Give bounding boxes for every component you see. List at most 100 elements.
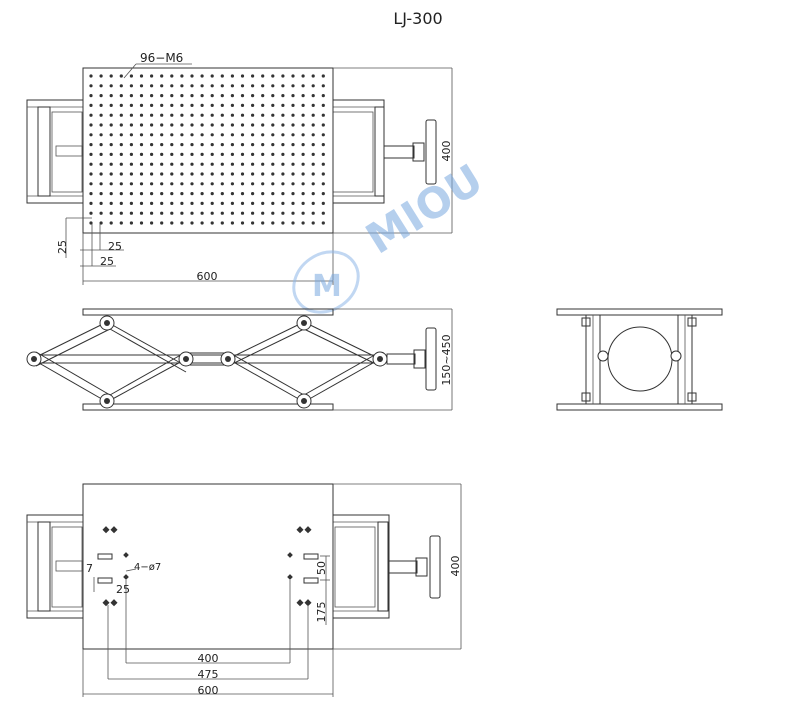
hole-dot (271, 221, 275, 225)
hole-dot (150, 182, 154, 186)
hole-dot (160, 84, 164, 88)
hole-dot (99, 103, 103, 107)
hole-dot (139, 123, 144, 127)
hole-dot (321, 113, 325, 117)
hole-dot (251, 103, 255, 107)
hole-dot (139, 182, 144, 186)
hole-dot (311, 192, 315, 196)
hole-dot (311, 143, 315, 147)
hole-dot (311, 74, 315, 78)
hole-dot (160, 143, 164, 147)
hole-dot (220, 201, 224, 205)
hole-dot (240, 84, 245, 88)
hole-dot (99, 152, 103, 156)
hole-dot (210, 221, 214, 225)
hole-dot (160, 201, 164, 205)
hole-dot (180, 123, 184, 127)
hole-dot (190, 162, 194, 166)
hole-dot (240, 182, 245, 186)
hole-dot (99, 133, 103, 137)
hole-dot (139, 211, 144, 215)
hole-dot (109, 123, 113, 127)
hole-dot (321, 103, 325, 107)
hole-dot (321, 172, 325, 176)
hole-dot (251, 192, 255, 196)
hole-dot (291, 192, 295, 196)
hole-dot (200, 221, 204, 225)
hole-dot (170, 143, 174, 147)
hole-dot (119, 123, 123, 127)
hole-dot (109, 201, 113, 205)
hole-dot (170, 84, 174, 88)
hole-dot (180, 192, 184, 196)
hole-dot (281, 84, 285, 88)
hole-dot (261, 221, 265, 225)
hole-dot (119, 221, 123, 225)
hole-dot (251, 162, 255, 166)
hole-dot (261, 172, 265, 176)
hole-dot (200, 103, 204, 107)
side-view: 150~450 (26, 308, 453, 411)
hole-dot (281, 172, 285, 176)
hole-dot (261, 152, 265, 156)
hole-dot (291, 152, 295, 156)
hole-dot (139, 133, 144, 137)
hole-dot (240, 103, 245, 107)
hole-dot (210, 113, 214, 117)
hole-dot (301, 84, 305, 88)
hole-dot (99, 143, 103, 147)
hole-dot (160, 192, 164, 196)
hole-dot (190, 113, 194, 117)
hole-dot (139, 84, 144, 88)
hole-dot (139, 143, 144, 147)
hole-dot (89, 221, 93, 225)
hole-dot (321, 133, 325, 137)
hole-dot (139, 113, 144, 117)
hole-dot (160, 133, 164, 137)
hole-dot (230, 201, 234, 205)
hole-dot (321, 221, 325, 225)
hole-dot (291, 113, 295, 117)
hole-dot (261, 143, 265, 147)
hole-dot (271, 143, 275, 147)
hole-dot (261, 211, 265, 215)
hole-dot (271, 74, 275, 78)
hole-dot (129, 152, 133, 156)
hole-dot (271, 192, 275, 196)
end-view (556, 308, 723, 411)
hole-dot (109, 74, 113, 78)
hole-dot (119, 182, 123, 186)
hole-dot (190, 221, 194, 225)
hole-dot (119, 192, 123, 196)
hole-dot (301, 201, 305, 205)
hole-dot (240, 152, 245, 156)
hole-dot (129, 201, 133, 205)
hole-dot (321, 143, 325, 147)
hole-dot (220, 123, 224, 127)
hole-dot (180, 94, 184, 98)
hole-dot (139, 192, 144, 196)
hole-dot (119, 84, 123, 88)
hole-dot (281, 192, 285, 196)
hole-dot (160, 211, 164, 215)
hole-dot (220, 211, 224, 215)
hole-dot (99, 221, 103, 225)
hole-dot (109, 221, 113, 225)
hole-dot (230, 94, 234, 98)
hole-dot (321, 201, 325, 205)
hole-dot (281, 221, 285, 225)
hole-dot (271, 182, 275, 186)
hole-callout: 4−ø7 (134, 562, 161, 573)
hole-dot (129, 113, 133, 117)
hole-dot (291, 221, 295, 225)
hole-dot (251, 182, 255, 186)
dim-edge-b: 25 (108, 240, 122, 253)
hole-dot (160, 74, 164, 78)
hole-dot (251, 113, 255, 117)
hole-dot (180, 133, 184, 137)
hole-dot (109, 143, 113, 147)
hole-dot (129, 182, 133, 186)
hole-dot (170, 94, 174, 98)
hole-dot (230, 103, 234, 107)
